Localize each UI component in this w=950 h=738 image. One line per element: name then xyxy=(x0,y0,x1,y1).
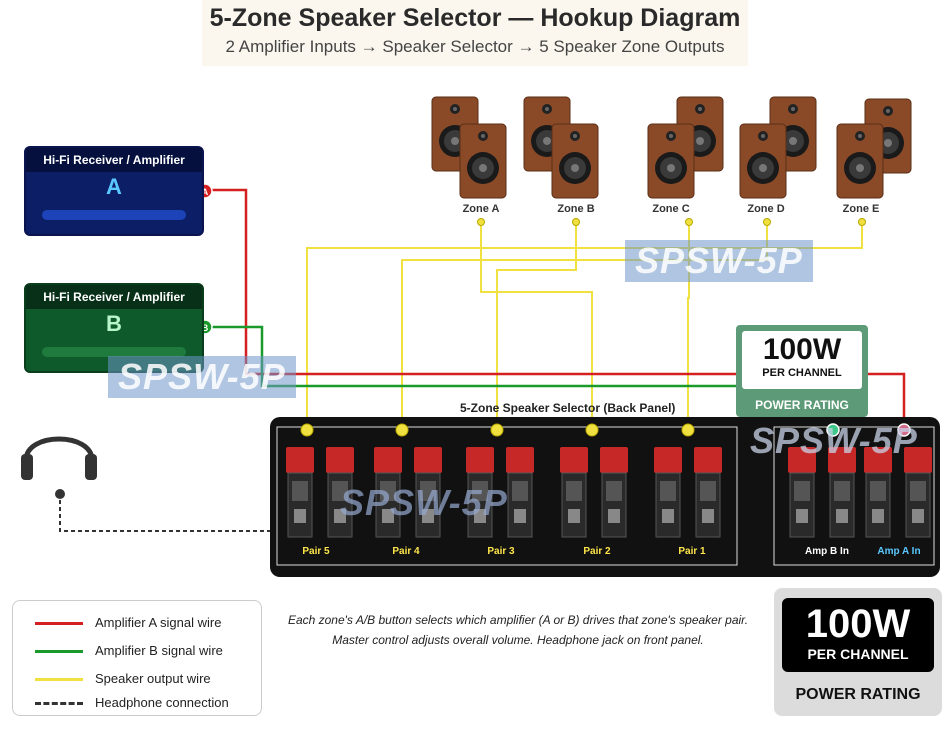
terminal-icon xyxy=(694,447,722,538)
zone-c-label: Zone C xyxy=(652,203,690,215)
watermark: SPSW-5P xyxy=(625,240,813,282)
legend-swatch-green xyxy=(35,650,83,653)
amp-a-in-label: Amp A In xyxy=(877,546,921,557)
terminal-icon xyxy=(788,447,816,538)
terminal-icon xyxy=(654,447,682,538)
legend-swatch-red xyxy=(35,622,83,625)
amplifier-b: Hi-Fi Receiver / Amplifier B xyxy=(24,283,204,373)
amp-b-port-label: B xyxy=(202,323,209,333)
terminal-icon xyxy=(600,447,628,538)
speaker-icon xyxy=(459,123,507,199)
badge-small-label: POWER RATING xyxy=(755,398,849,412)
legend-label: Speaker output wire xyxy=(95,671,211,686)
zone-a-label: Zone A xyxy=(462,203,500,215)
zone-d-label: Zone D xyxy=(747,203,785,215)
pair-5-label: Pair 5 xyxy=(302,546,330,557)
badge-small-unit: PER CHANNEL xyxy=(762,367,842,379)
selector-back-panel xyxy=(270,417,940,577)
terminal-icon xyxy=(560,447,588,538)
pair-4-label: Pair 4 xyxy=(392,546,420,557)
terminal-icon xyxy=(828,447,856,538)
amplifier-b-display xyxy=(42,347,186,357)
badge-large-unit: PER CHANNEL xyxy=(807,646,909,662)
legend: Amplifier A signal wire Amplifier B sign… xyxy=(12,600,262,716)
amplifier-a-display xyxy=(42,210,186,220)
diagram-note: Each zone's A/B button selects which amp… xyxy=(268,610,768,650)
terminal-icon xyxy=(374,447,402,538)
diagram-subtitle: 2 Amplifier Inputs → Speaker Selector → … xyxy=(225,37,725,56)
amplifier-b-letter: B xyxy=(106,311,122,336)
speaker-icon xyxy=(647,123,695,199)
headphone-icon xyxy=(21,436,97,499)
diagram-title: 5-Zone Speaker Selector — Hookup Diagram xyxy=(209,4,741,32)
speaker-icon xyxy=(551,123,599,199)
badge-large-label: POWER RATING xyxy=(795,686,921,703)
terminal-icon xyxy=(326,447,354,538)
terminal-icon xyxy=(904,447,932,538)
note-line-2: Master control adjusts overall volume. H… xyxy=(332,633,704,647)
speaker-icon xyxy=(739,123,787,199)
headphone-wire xyxy=(59,493,272,532)
power-badge-large: 100W PER CHANNEL POWER RATING xyxy=(774,588,942,716)
legend-swatch-yellow xyxy=(35,678,83,681)
watermark: SPSW-5P xyxy=(340,482,508,523)
terminal-icon xyxy=(466,447,494,538)
amp-b-in-label: Amp B In xyxy=(805,546,849,557)
power-badge-small: 100W PER CHANNEL POWER RATING xyxy=(736,325,868,417)
legend-label: Amplifier A signal wire xyxy=(95,615,222,630)
legend-label: Amplifier B signal wire xyxy=(95,643,223,658)
badge-large-value: 100W xyxy=(805,602,911,646)
title-box: 5-Zone Speaker Selector — Hookup Diagram… xyxy=(202,0,748,66)
pair-3-label: Pair 3 xyxy=(487,546,515,557)
amplifier-b-label: Hi-Fi Receiver / Amplifier xyxy=(26,285,202,309)
legend-label: Headphone connection xyxy=(95,695,229,710)
terminal-icon xyxy=(414,447,442,538)
note-line-1: Each zone's A/B button selects which amp… xyxy=(287,613,749,627)
watermark: SPSW-5P xyxy=(750,420,918,461)
pair-1-label: Pair 1 xyxy=(678,546,706,557)
pair-2-label: Pair 2 xyxy=(583,546,611,557)
panel-graphics xyxy=(276,426,935,566)
panel-title: 5-Zone Speaker Selector (Back Panel) xyxy=(460,401,676,415)
badge-small-value: 100W xyxy=(762,333,842,366)
amp-a-port-label: A xyxy=(202,187,209,197)
terminal-icon xyxy=(506,447,534,538)
speaker-icon xyxy=(836,123,884,199)
terminal-icon xyxy=(864,447,892,538)
amplifier-a: Hi-Fi Receiver / Amplifier A xyxy=(24,146,204,236)
legend-swatch-dashed xyxy=(35,702,83,705)
terminal-icon xyxy=(286,447,314,538)
zone-b-label: Zone B xyxy=(557,203,595,215)
watermark: SPSW-5P xyxy=(108,356,296,398)
zone-e-label: Zone E xyxy=(842,203,880,215)
amplifier-a-letter: A xyxy=(106,174,122,199)
amplifier-a-label: Hi-Fi Receiver / Amplifier xyxy=(26,148,202,172)
